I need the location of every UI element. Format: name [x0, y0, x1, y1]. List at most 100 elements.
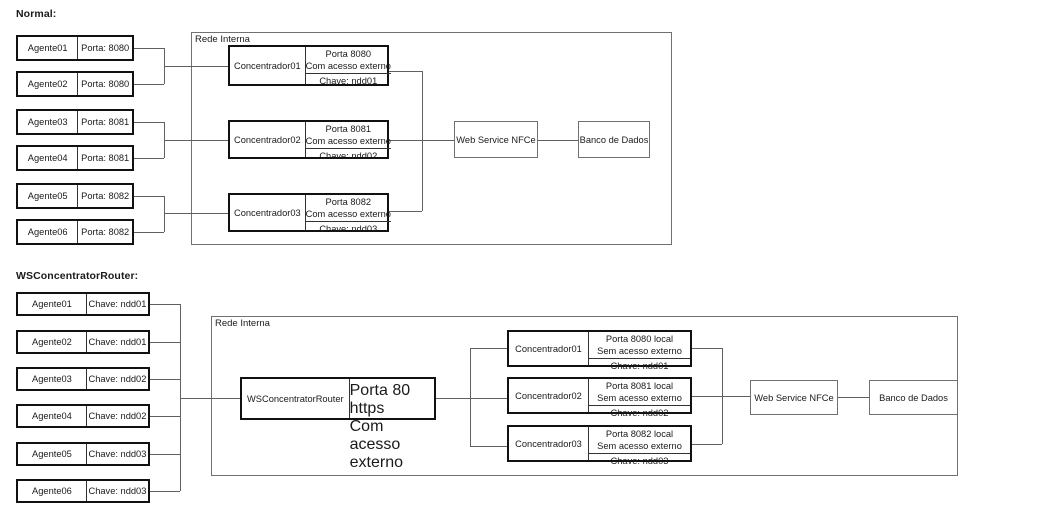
connector-wsrouter-out	[436, 398, 507, 399]
concentrator-access: Sem acesso externo	[597, 441, 682, 451]
router-concentrador-box-1[interactable]: Concentrador01 Porta 8080 local Sem aces…	[507, 330, 692, 371]
router-access: Com acesso externo	[349, 418, 403, 471]
router-concentrador-box-2[interactable]: Concentrador02 Porta 8081 local Sem aces…	[507, 377, 692, 418]
router-concentrador-box-3[interactable]: Concentrador03 Porta 8082 local Sem aces…	[507, 425, 692, 466]
concentrator-port: Porta 8082 local	[605, 429, 674, 439]
connector-concentrador02-out	[389, 140, 454, 141]
connector-router-agent2-out	[150, 342, 180, 343]
connector-agent3-out	[134, 122, 164, 123]
concentrator-name: Concentrador02	[509, 379, 589, 412]
normal-concentrador-box-3[interactable]: Concentrador03 Porta 8082 Com acesso ext…	[228, 193, 391, 234]
agent-value: Chave: ndd01	[88, 337, 147, 347]
concentrator-name: Concentrador01	[509, 332, 589, 365]
connector-router-concentrador02-out	[692, 396, 750, 397]
concentrator-access: Sem acesso externo	[597, 346, 682, 356]
wsconcentratorrouter-box[interactable]: WSConcentratorRouter Porta 80 https Com …	[240, 377, 436, 471]
concentrator-port: Porta 8081 local	[605, 381, 674, 391]
concentrator-name: Concentrador01	[230, 47, 306, 84]
router-agent-box-4[interactable]: Agente04 Chave: ndd02	[16, 404, 150, 428]
concentrator-access: Com acesso externo	[305, 209, 391, 219]
connector-fanout-to-concentrador01	[470, 348, 507, 349]
concentrator-port: Porta 8082	[325, 197, 372, 207]
agent-value: Chave: ndd03	[88, 449, 147, 459]
connector-concentrador03-out	[389, 211, 422, 212]
concentrator-name: Concentrador02	[230, 122, 306, 157]
router-agent-box-2[interactable]: Agente02 Chave: ndd01	[16, 330, 150, 354]
agent-value: Chave: ndd02	[88, 411, 147, 421]
normal-agent-box-4[interactable]: Agente04 Porta: 8081	[16, 145, 134, 171]
agent-name: Agente06	[18, 221, 79, 243]
normal-concentrador-box-2[interactable]: Concentrador02 Porta 8081 Com acesso ext…	[228, 120, 391, 161]
router-database-box[interactable]: Banco de Dados	[869, 380, 958, 415]
concentrator-key: Chave: ndd03	[319, 223, 378, 234]
router-name: WSConcentratorRouter	[242, 379, 350, 418]
connector-pair1-to-concentrador01	[164, 66, 228, 67]
connector-agent6-out	[134, 232, 164, 233]
agent-value: Porta: 8082	[81, 227, 130, 237]
normal-rede-interna-label: Rede Interna	[195, 34, 250, 45]
connector-router-agent4-out	[150, 416, 180, 417]
concentrator-name: Concentrador03	[230, 195, 306, 230]
connector-router-concentrador01-out	[692, 348, 722, 349]
normal-agent-box-6[interactable]: Agente06 Porta: 8082	[16, 219, 134, 245]
router-agent-box-5[interactable]: Agente05 Chave: ndd03	[16, 442, 150, 466]
agent-value: Porta: 8081	[81, 153, 130, 163]
connector-ws-to-db-normal	[538, 140, 578, 141]
concentrator-key: Chave: ndd01	[319, 75, 378, 86]
concentrator-access: Com acesso externo	[305, 136, 391, 146]
agent-name: Agente06	[18, 481, 87, 501]
router-port: Porta 80 https	[349, 382, 411, 417]
connector-merge-bus-router	[722, 348, 723, 444]
normal-agent-box-2[interactable]: Agente02 Porta: 8080	[16, 71, 134, 97]
concentrator-access: Com acesso externo	[305, 61, 391, 71]
router-rede-interna-label: Rede Interna	[215, 318, 270, 329]
concentrator-port: Porta 8080 local	[605, 334, 674, 344]
router-agent-box-3[interactable]: Agente03 Chave: ndd02	[16, 367, 150, 391]
agent-name: Agente04	[18, 406, 87, 426]
concentrator-port: Porta 8080	[325, 49, 372, 59]
connector-merge-bus-normal	[422, 71, 423, 211]
agent-name: Agente02	[18, 73, 79, 95]
agent-value: Porta: 8080	[81, 79, 130, 89]
agent-name: Agente02	[18, 332, 87, 352]
router-agent-box-6[interactable]: Agente06 Chave: ndd03	[16, 479, 150, 503]
normal-rede-interna-frame: Rede Interna	[191, 32, 672, 245]
concentrator-key: Chave: ndd02	[319, 150, 378, 161]
connector-agent5-out	[134, 196, 164, 197]
agent-name: Agente03	[18, 369, 87, 389]
concentrator-access: Sem acesso externo	[597, 393, 682, 403]
agent-value: Chave: ndd03	[88, 486, 147, 496]
agent-name: Agente05	[18, 444, 87, 464]
connector-concentrador01-out	[389, 71, 422, 72]
normal-agent-box-1[interactable]: Agente01 Porta: 8080	[16, 35, 134, 61]
router-web-service-box[interactable]: Web Service NFCe	[750, 380, 838, 415]
router-agent-box-1[interactable]: Agente01 Chave: ndd01	[16, 292, 150, 316]
concentrator-port: Porta 8081	[325, 124, 372, 134]
connector-router-agent5-out	[150, 454, 180, 455]
connector-router-agent-bus	[180, 304, 181, 491]
agent-name: Agente01	[18, 294, 87, 314]
concentrator-key: Chave: ndd02	[610, 407, 669, 418]
normal-web-service-box[interactable]: Web Service NFCe	[454, 121, 538, 158]
agent-name: Agente01	[18, 37, 79, 59]
connector-ws-to-db-router	[838, 397, 869, 398]
agent-value: Chave: ndd01	[88, 299, 147, 309]
normal-database-box[interactable]: Banco de Dados	[578, 121, 650, 158]
connector-bus-pair3	[164, 196, 165, 232]
connector-router-agent3-out	[150, 379, 180, 380]
normal-agent-box-5[interactable]: Agente05 Porta: 8082	[16, 183, 134, 209]
normal-concentrador-box-1[interactable]: Concentrador01 Porta 8080 Com acesso ext…	[228, 45, 391, 86]
agent-value: Chave: ndd02	[88, 374, 147, 384]
section-title-normal: Normal:	[16, 8, 57, 20]
connector-agent1-out	[134, 48, 164, 49]
agent-value: Porta: 8080	[81, 43, 130, 53]
connector-fanout-to-concentrador03	[470, 446, 507, 447]
connector-agent4-out	[134, 158, 164, 159]
connector-router-concentrador03-out	[692, 444, 722, 445]
connector-router-agent1-out	[150, 304, 180, 305]
connector-agent2-out	[134, 84, 164, 85]
normal-agent-box-3[interactable]: Agente03 Porta: 8081	[16, 109, 134, 135]
connector-router-fanout-bus	[470, 348, 471, 446]
section-title-router: WSConcentratorRouter:	[16, 270, 139, 282]
